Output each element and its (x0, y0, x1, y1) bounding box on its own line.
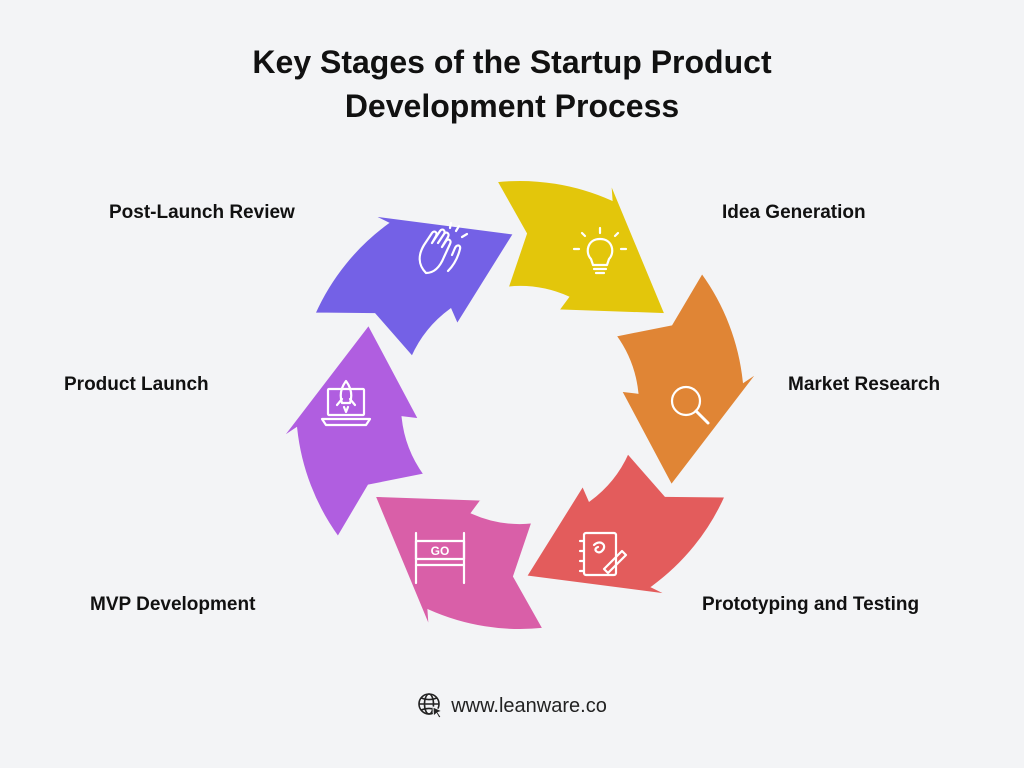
stage-label-mvp-development: MVP Development (90, 594, 256, 615)
stage-label-product-launch: Product Launch (64, 374, 209, 395)
lightbulb-icon (572, 226, 628, 275)
footer: www.leanware.co (0, 692, 1024, 720)
cycle-segment-6 (312, 214, 516, 359)
cycle-segment-3 (524, 451, 728, 596)
footer-website-link[interactable]: www.leanware.co (451, 694, 607, 717)
stage-label-idea-generation: Idea Generation (722, 202, 866, 223)
go-sign-icon: GO (414, 531, 466, 585)
globe-cursor-icon (418, 693, 444, 719)
title-line-1: Key Stages of the Startup Product (252, 44, 772, 80)
cycle-segment-4 (373, 494, 546, 632)
title-line-2: Development Process (344, 88, 680, 124)
cycle-segment-5 (280, 322, 427, 540)
cycle-segment-1 (494, 178, 667, 316)
stage-label-market-research: Market Research (788, 374, 941, 395)
stage-label-prototyping-testing: Prototyping and Testing (702, 594, 920, 615)
go-sign-text: GO (431, 544, 450, 558)
clapping-hands-icon (418, 221, 469, 275)
magnifier-icon (670, 385, 710, 425)
page-title: Key Stages of the Startup Product Develo… (0, 40, 1024, 128)
stage-label-post-launch-review: Post-Launch Review (109, 202, 295, 223)
cycle-segment-2 (613, 270, 760, 488)
rocket-laptop-icon (320, 379, 372, 427)
sketchbook-icon (578, 531, 628, 577)
